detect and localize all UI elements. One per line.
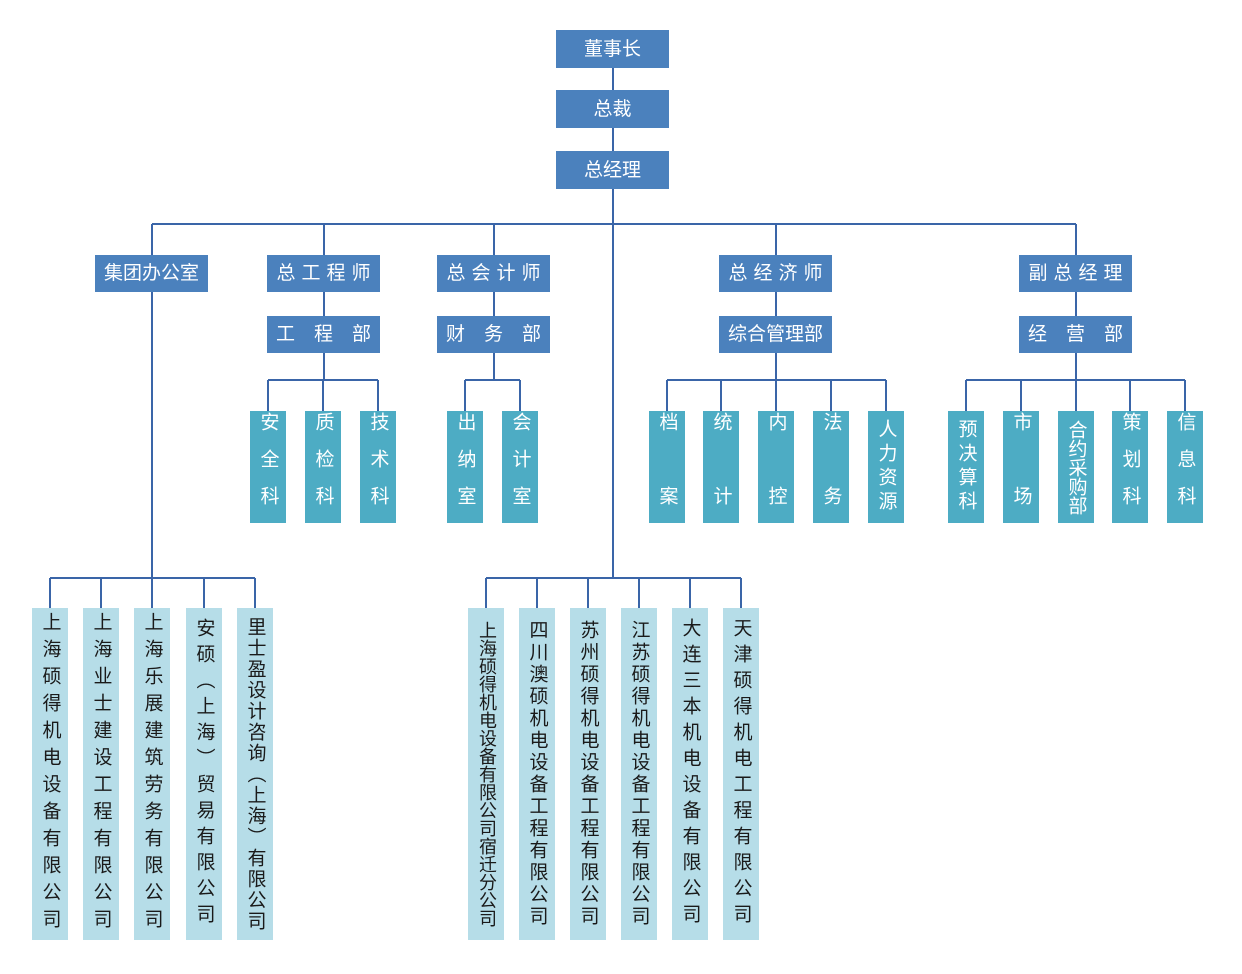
engineering-dept-box: 工 程 部 [267,316,380,353]
chief-engineer-box: 总 工 程 师 [267,255,380,292]
subsidiary-label: 上海硕得机电设备有限公司 [39,612,62,936]
section-legal: 法 务 [813,411,849,523]
president-label: 总裁 [593,97,632,120]
chief-economist-label: 总 经 济 师 [728,262,823,284]
section-planning: 策划科 [1112,411,1148,523]
gm-subsidiary: 四川澳硕机电设备工程有限公司 [519,608,555,940]
section-label: 合约采购部 [1065,419,1088,515]
section-technology: 技术科 [360,411,396,523]
section-information: 信息科 [1167,411,1203,523]
subsidiary-label: 上海硕得机电设备有限公司宿迁分公司 [476,621,497,927]
section-budget: 预决算科 [948,411,984,523]
section-hr: 人力资源 [868,411,904,523]
section-label: 信息科 [1174,411,1197,523]
section-label: 安全科 [257,411,280,523]
general-mgmt-dept-box: 综合管理部 [719,316,832,353]
president-box: 总裁 [556,90,669,128]
section-quality: 质检科 [305,411,341,523]
subsidiary-label: 上海乐展建筑劳务有限公司 [141,612,164,936]
gm-subsidiary: 天津硕得机电工程有限公司 [723,608,759,940]
chief-accountant-label: 总 会 计 师 [446,262,541,284]
finance-dept-label: 财 务 部 [445,323,541,345]
gm-subsidiary: 江苏硕得机电设备工程有限公司 [621,608,657,940]
section-safety: 安全科 [250,411,286,523]
section-label: 市 场 [1010,411,1033,523]
chairman-box: 董事长 [556,30,669,68]
finance-dept-box: 财 务 部 [437,316,550,353]
section-label: 出纳室 [454,411,477,523]
office-subsidiary: 安硕（上海）贸易有限公司 [186,608,222,940]
subsidiary-label: 天津硕得机电工程有限公司 [730,618,753,930]
chief-accountant-box: 总 会 计 师 [437,255,550,292]
section-label: 预决算科 [955,419,978,515]
section-procurement: 合约采购部 [1058,411,1094,523]
group-office-label: 集团办公室 [103,262,199,284]
business-dept-label: 经 营 部 [1027,323,1123,345]
general-manager-box: 总经理 [556,151,669,189]
section-label: 法 务 [820,411,843,523]
gm-subsidiary: 大连三本机电设备有限公司 [672,608,708,940]
chief-engineer-label: 总 工 程 师 [276,262,371,284]
section-market: 市 场 [1003,411,1039,523]
section-label: 统 计 [710,411,733,523]
general-manager-label: 总经理 [583,158,641,181]
subsidiary-label: 苏州硕得机电设备工程有限公司 [577,620,600,928]
subsidiary-label: 四川澳硕机电设备工程有限公司 [526,620,549,928]
section-label: 策划科 [1119,411,1142,523]
general-mgmt-dept-label: 综合管理部 [727,323,823,345]
office-subsidiary: 里士盈设计咨询（上海）有限公司 [237,608,273,940]
office-subsidiary: 上海硕得机电设备有限公司 [32,608,68,940]
section-label: 档 案 [656,411,679,523]
subsidiary-label: 大连三本机电设备有限公司 [679,618,702,930]
deputy-gm-box: 副 总 经 理 [1019,255,1132,292]
subsidiary-label: 安硕（上海）贸易有限公司 [193,618,216,930]
business-dept-box: 经 营 部 [1019,316,1132,353]
chief-economist-box: 总 经 济 师 [719,255,832,292]
subsidiary-label: 里士盈设计咨询（上海）有限公司 [244,616,267,932]
section-label: 技术科 [367,411,390,523]
deputy-gm-label: 副 总 经 理 [1028,262,1123,284]
section-statistics: 统 计 [703,411,739,523]
engineering-dept-label: 工 程 部 [275,323,371,345]
gm-subsidiary: 苏州硕得机电设备工程有限公司 [570,608,606,940]
group-office-box: 集团办公室 [95,255,208,292]
section-internal-control: 内 控 [758,411,794,523]
office-subsidiary: 上海乐展建筑劳务有限公司 [134,608,170,940]
section-accounting: 会计室 [502,411,538,523]
section-label: 人力资源 [875,419,898,515]
subsidiary-label: 江苏硕得机电设备工程有限公司 [628,620,651,928]
section-cashier: 出纳室 [447,411,483,523]
subsidiary-label: 上海业士建设工程有限公司 [90,612,113,936]
office-subsidiary: 上海业士建设工程有限公司 [83,608,119,940]
section-label: 会计室 [509,411,532,523]
chairman-label: 董事长 [583,37,641,60]
section-archives: 档 案 [649,411,685,523]
gm-subsidiary: 上海硕得机电设备有限公司宿迁分公司 [468,608,504,940]
section-label: 质检科 [312,411,335,523]
section-label: 内 控 [765,411,788,523]
